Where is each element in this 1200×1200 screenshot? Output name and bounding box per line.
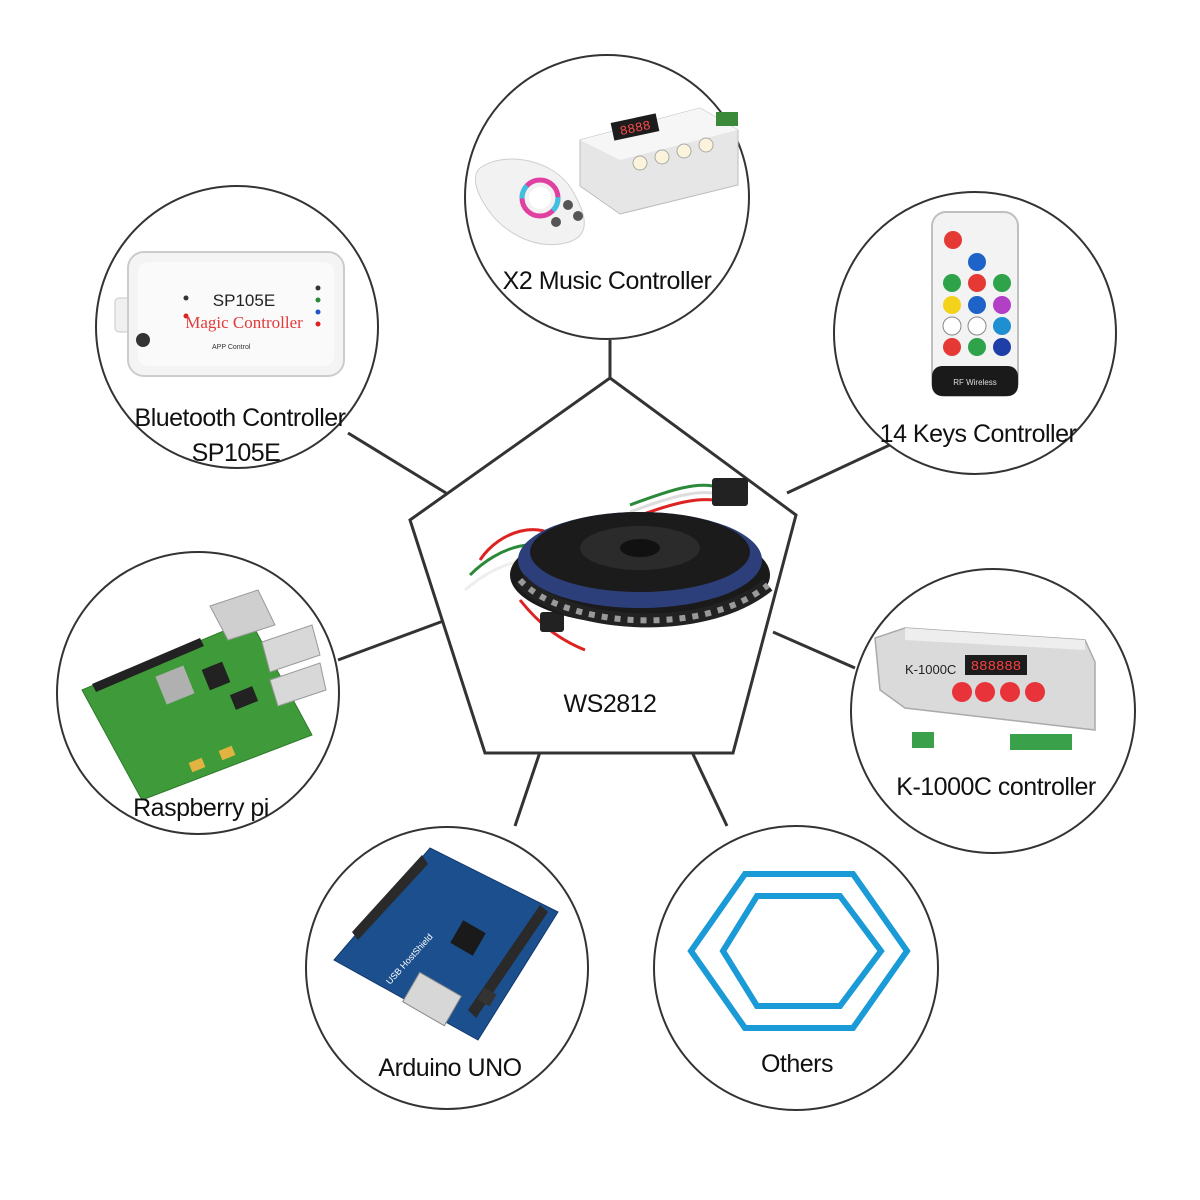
- connector-lower-left: [513, 751, 542, 827]
- node-14-keys-controller: RF Wireless 14 Keys Controller: [833, 191, 1117, 475]
- sp105e-title-text: SP105E: [213, 291, 275, 310]
- node-bluetooth-controller: SP105E Magic Controller APP Control Blue…: [95, 185, 379, 469]
- sp105e-image: SP105E Magic Controller APP Control: [114, 251, 345, 377]
- k1000c-title-text: K-1000C: [905, 662, 956, 677]
- node-x2-music-controller: 8888 X2 Music Controller: [464, 54, 750, 340]
- node-label: 14 Keys Controller: [880, 420, 1077, 448]
- connector-right: [772, 630, 856, 670]
- rf-wireless-text: RF Wireless: [953, 378, 997, 387]
- node-label: Raspberry pi: [133, 794, 269, 822]
- raspberry-pi-image: [81, 589, 327, 801]
- node-raspberry-pi: Raspberry pi: [56, 551, 340, 835]
- rf-remote-image: RF Wireless: [931, 211, 1019, 397]
- connector-upper-left: [347, 431, 447, 495]
- node-others: Others: [653, 825, 939, 1111]
- node-arduino-uno: USB HostShield Arduino UNO: [305, 826, 589, 1110]
- svg-text:888888: 888888: [971, 659, 1021, 675]
- node-label-line2: SP105E: [192, 439, 281, 467]
- node-k1000c-controller: K-1000C 888888 K-1000C controller: [850, 568, 1136, 854]
- node-label: Arduino UNO: [378, 1054, 521, 1082]
- sp105e-app-text: APP Control: [212, 344, 251, 351]
- center-label: WS2812: [564, 690, 657, 718]
- connector-left: [337, 618, 447, 662]
- connector-lower-right: [690, 751, 729, 827]
- connector-lines: [337, 340, 895, 827]
- hexagon-icon: [687, 871, 911, 1031]
- node-label: X2 Music Controller: [503, 267, 712, 295]
- arduino-image: USB HostShield: [333, 847, 559, 1041]
- connector-upper-right: [786, 441, 895, 495]
- node-label: K-1000C controller: [896, 773, 1096, 801]
- center-node: WS2812: [408, 376, 798, 755]
- x2-display-text: 8888: [618, 118, 652, 139]
- k1000c-image: K-1000C 888888: [874, 627, 1096, 750]
- node-label-line1: Bluetooth Controller: [135, 404, 346, 432]
- sp105e-subtitle-text: Magic Controller: [185, 313, 303, 332]
- node-label: Others: [761, 1050, 833, 1078]
- led-strip-reel-image: [464, 478, 773, 652]
- x2-controller-image: 8888: [474, 107, 739, 246]
